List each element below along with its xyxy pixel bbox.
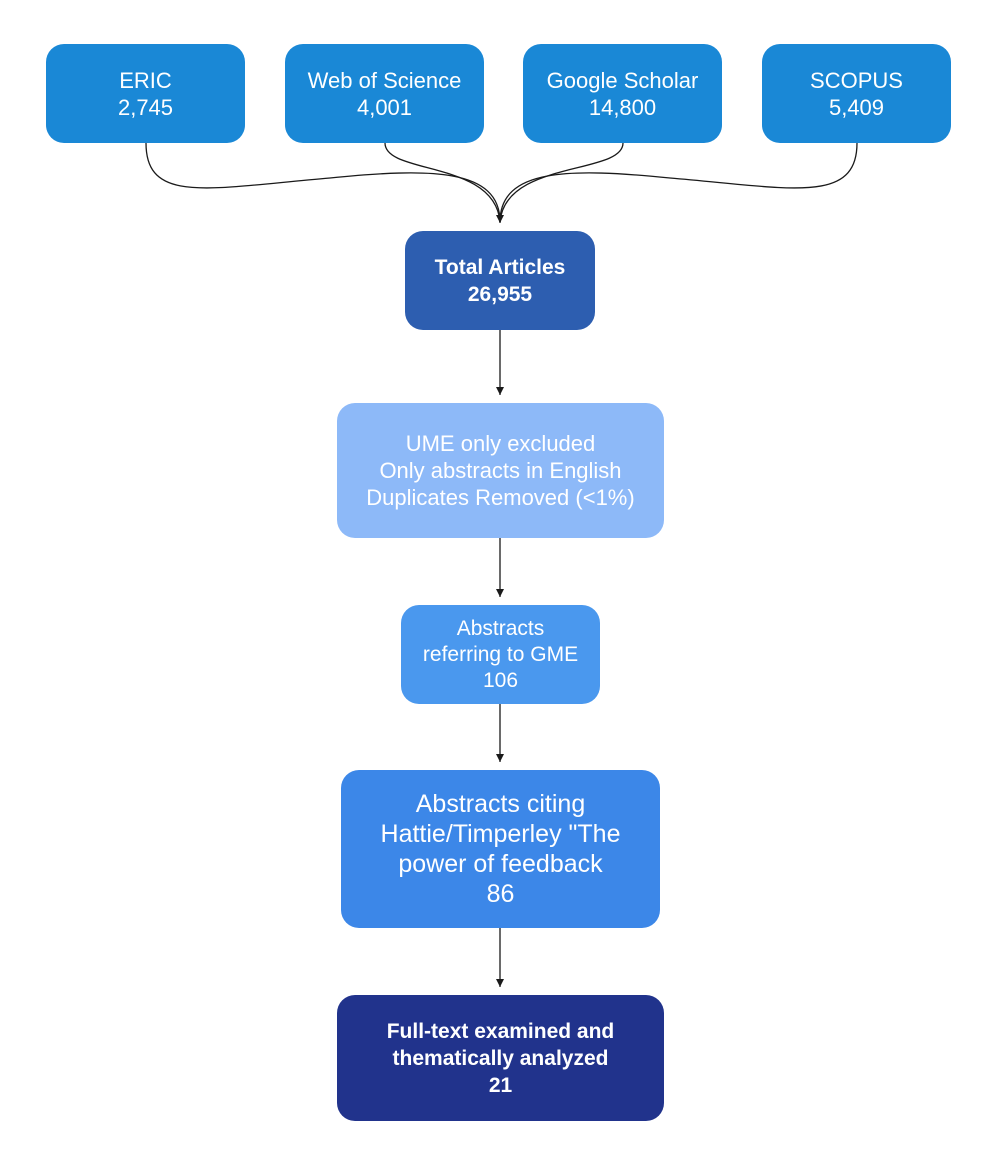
source-name: SCOPUS	[810, 67, 903, 93]
source-box-eric: ERIC 2,745	[46, 44, 245, 143]
gme-abstracts-box: Abstracts referring to GME 106	[401, 605, 600, 704]
screening-line: UME only excluded	[405, 431, 596, 456]
gme-line: referring to GME	[422, 642, 579, 666]
screening-line: Only abstracts in English	[379, 458, 622, 483]
connector-scholar-to-total	[499, 142, 624, 223]
total-label: Total Articles	[434, 255, 566, 279]
source-name: Web of Science	[307, 67, 462, 93]
citing-count: 86	[486, 880, 515, 908]
source-count: 5,409	[828, 94, 885, 120]
citing-abstracts-box: Abstracts citing Hattie/Timperley "The p…	[341, 770, 660, 928]
screening-line: Duplicates Removed (<1%)	[366, 485, 635, 510]
final-analysis-box: Full-text examined and thematically anal…	[337, 995, 664, 1121]
final-line: thematically analyzed	[392, 1046, 609, 1070]
citing-line: Hattie/Timperley "The	[380, 820, 621, 848]
source-count: 4,001	[356, 94, 413, 120]
gme-count: 106	[482, 668, 519, 692]
source-count: 2,745	[117, 94, 174, 120]
source-name: Google Scholar	[546, 67, 699, 93]
total-articles-box: Total Articles 26,955	[405, 231, 595, 330]
total-count: 26,955	[467, 282, 533, 306]
connector-eric-to-total	[145, 142, 501, 223]
source-count: 14,800	[588, 94, 657, 120]
screening-criteria-box: UME only excluded Only abstracts in Engl…	[337, 403, 664, 538]
source-name: ERIC	[119, 67, 172, 93]
citing-line: power of feedback	[398, 850, 603, 878]
final-line: Full-text examined and	[386, 1019, 615, 1043]
final-count: 21	[488, 1073, 513, 1097]
citing-line: Abstracts citing	[415, 790, 586, 818]
gme-line: Abstracts	[456, 616, 545, 640]
connector-scopus-to-total	[499, 142, 858, 223]
connector-wos-to-total	[384, 142, 501, 223]
source-box-web-of-science: Web of Science 4,001	[285, 44, 484, 143]
source-box-scopus: SCOPUS 5,409	[762, 44, 951, 143]
source-box-google-scholar: Google Scholar 14,800	[523, 44, 722, 143]
